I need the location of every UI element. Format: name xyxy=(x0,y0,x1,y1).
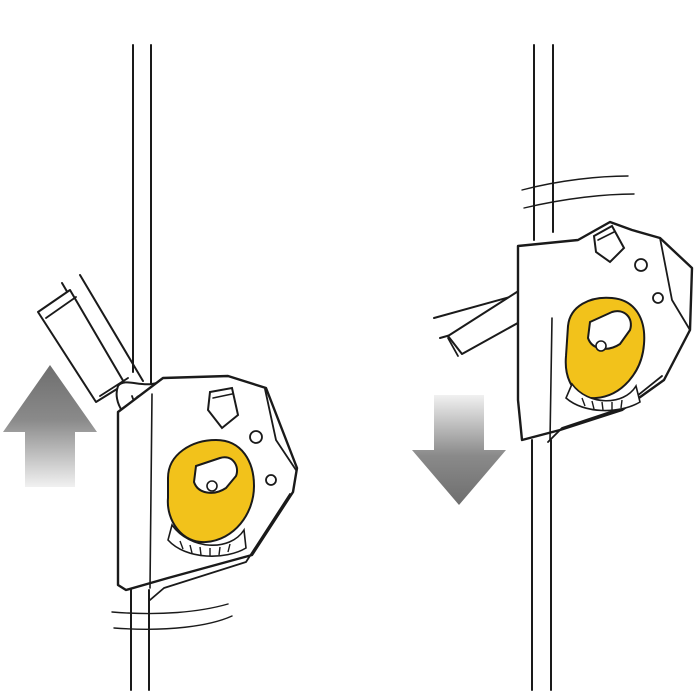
cam-wheel xyxy=(166,438,256,557)
panel-descending xyxy=(412,44,694,691)
down-arrow-icon xyxy=(412,395,506,505)
motion-lines xyxy=(111,603,233,630)
cam-teeth xyxy=(581,397,623,411)
lanyard xyxy=(433,289,535,357)
panel-ascending xyxy=(3,44,299,691)
up-arrow-icon xyxy=(3,365,97,487)
cam-teeth xyxy=(179,540,231,556)
rope xyxy=(531,44,554,691)
cam-wheel xyxy=(564,296,646,412)
rope xyxy=(130,44,152,691)
motion-lines xyxy=(521,175,635,209)
